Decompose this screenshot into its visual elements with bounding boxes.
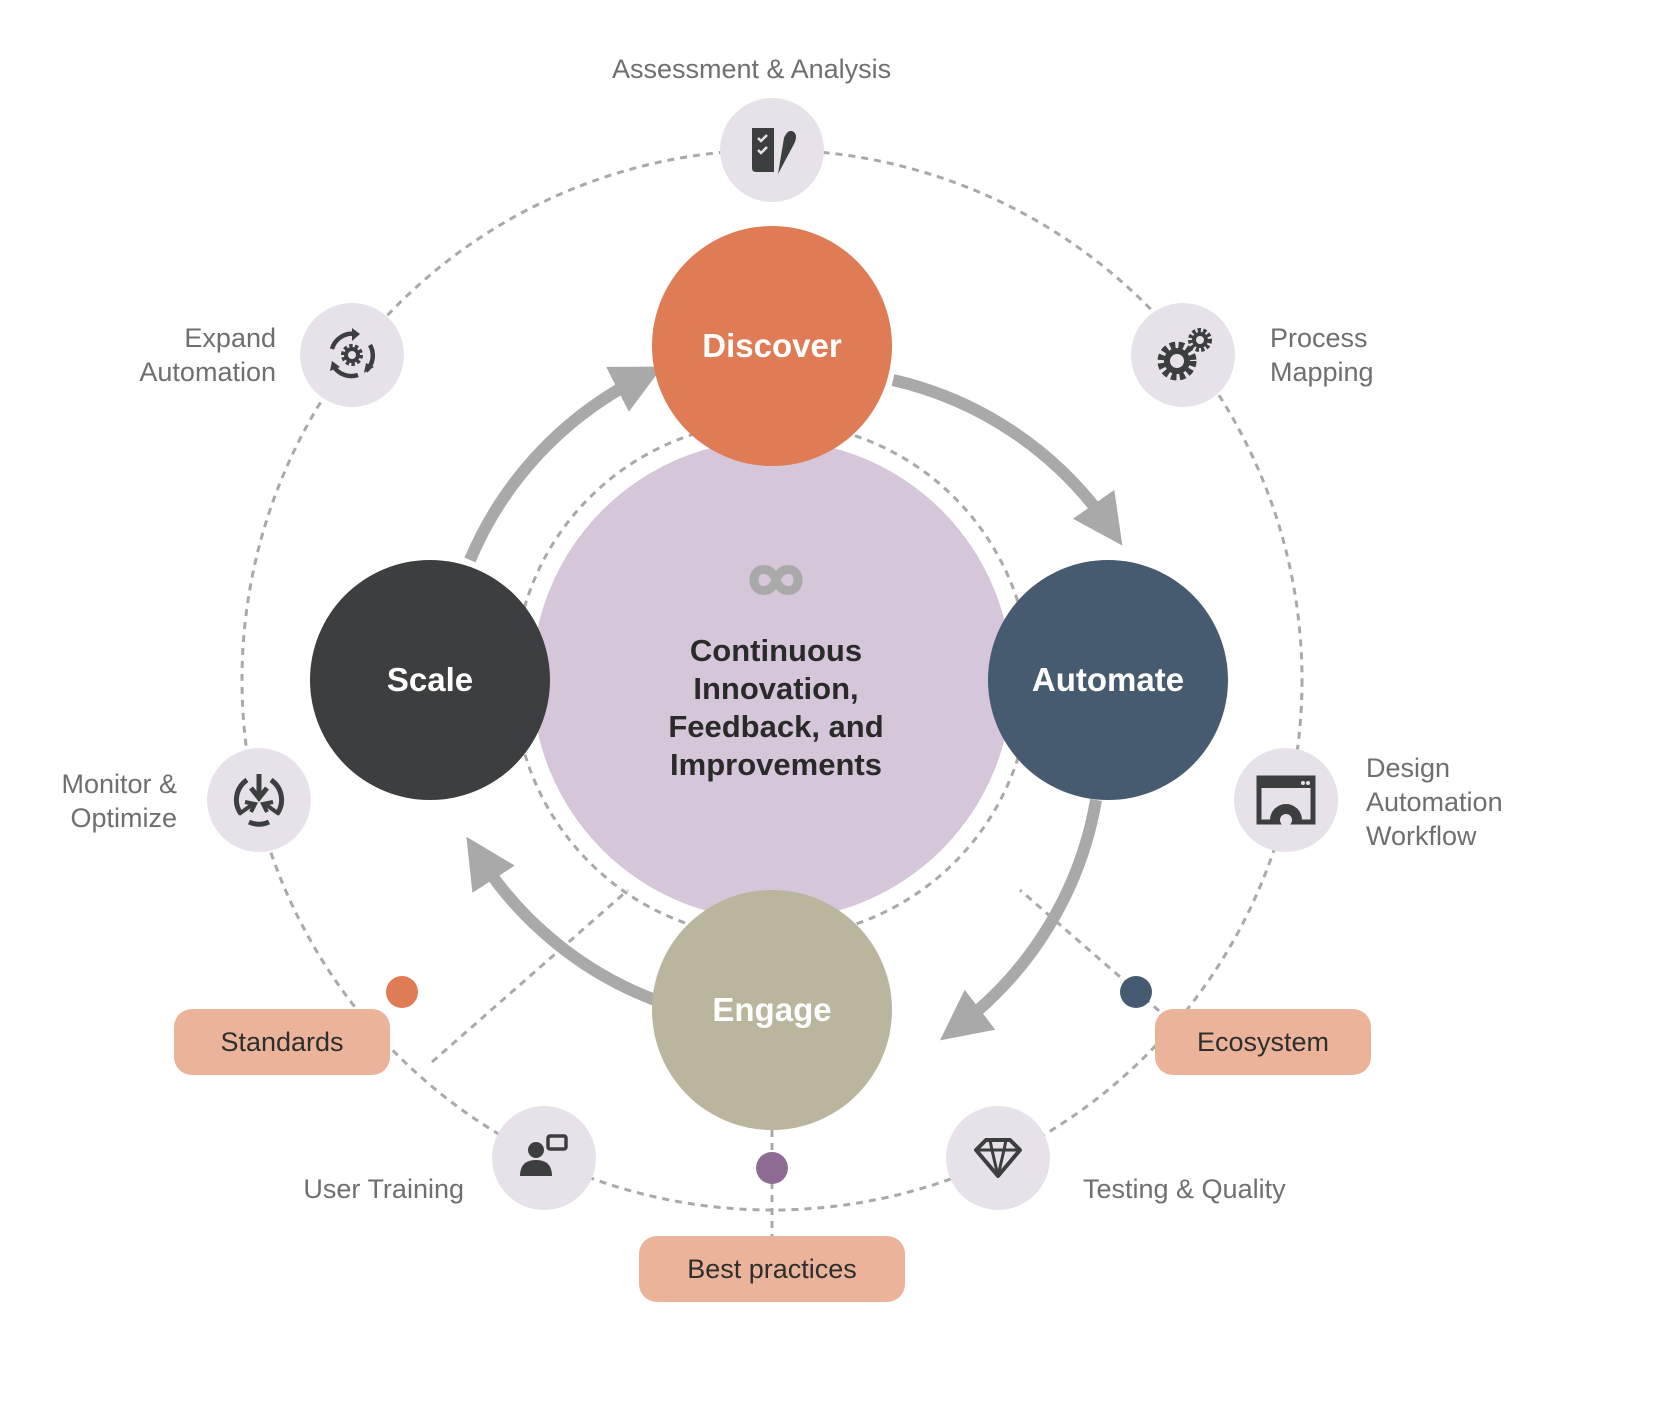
pillar-best-practices[interactable]: Best practices	[639, 1236, 905, 1302]
activity-bubble-assessment[interactable]	[720, 98, 824, 202]
phase-label-discover: Discover	[702, 327, 842, 364]
phase-circle-scale[interactable]	[310, 560, 550, 800]
diamond-icon	[974, 1138, 1022, 1178]
infinity-icon	[749, 565, 803, 595]
arrow-automate-to-engage	[939, 798, 1102, 1041]
activity-label-user-training: User Training	[303, 1174, 464, 1204]
phase-label-engage: Engage	[712, 991, 832, 1028]
phase-circle-automate[interactable]	[988, 560, 1228, 800]
center-title: Continuous Innovation, Feedback, and Imp…	[668, 633, 884, 782]
center-circle	[532, 440, 1012, 920]
arrow-scale-to-discover	[464, 366, 663, 563]
checklist-pen-icon	[752, 128, 796, 174]
converge-arrows-icon	[233, 774, 285, 827]
activity-label-monitor-optimize: Monitor & Optimize	[61, 769, 177, 833]
pillar-standards[interactable]: Standards	[174, 1009, 390, 1075]
phase-label-scale: Scale	[386, 661, 474, 698]
activity-label-assessment: Assessment & Analysis	[612, 54, 892, 84]
phase-circle-engage[interactable]	[652, 890, 892, 1130]
activity-bubble-user-training[interactable]	[492, 1106, 596, 1210]
arrow-discover-to-automate	[891, 374, 1123, 546]
activity-bubble-process-mapping[interactable]	[1131, 303, 1235, 407]
activity-bubble-expand-automation[interactable]	[300, 303, 404, 407]
phase-circle-discover[interactable]	[652, 226, 892, 466]
pillar-ecosystem[interactable]: Ecosystem	[1155, 1009, 1371, 1075]
activity-label-testing-quality: Testing & Quality	[1083, 1174, 1286, 1204]
standards-connector	[431, 888, 629, 1064]
activity-bubble-design-workflow[interactable]	[1234, 748, 1338, 852]
activity-bubble-testing-quality[interactable]	[946, 1106, 1050, 1210]
best-practices-dot	[756, 1152, 788, 1184]
cycle-gear-icon	[329, 328, 376, 379]
ecosystem-dot	[1120, 976, 1152, 1008]
activity-label-process-mapping: Process Mapping	[1270, 323, 1374, 387]
window-gear-icon	[1256, 775, 1316, 826]
activity-label-design-workflow: Design Automation Workflow	[1366, 753, 1503, 851]
phase-label-automate: Automate	[1031, 661, 1185, 698]
gears-icon	[1157, 328, 1212, 381]
activity-label-expand-automation: Expand Automation	[139, 323, 276, 387]
activity-bubble-monitor-optimize[interactable]	[207, 748, 311, 852]
standards-dot	[386, 976, 418, 1008]
presenter-icon	[520, 1134, 568, 1176]
arrow-engage-to-scale	[466, 836, 658, 1006]
